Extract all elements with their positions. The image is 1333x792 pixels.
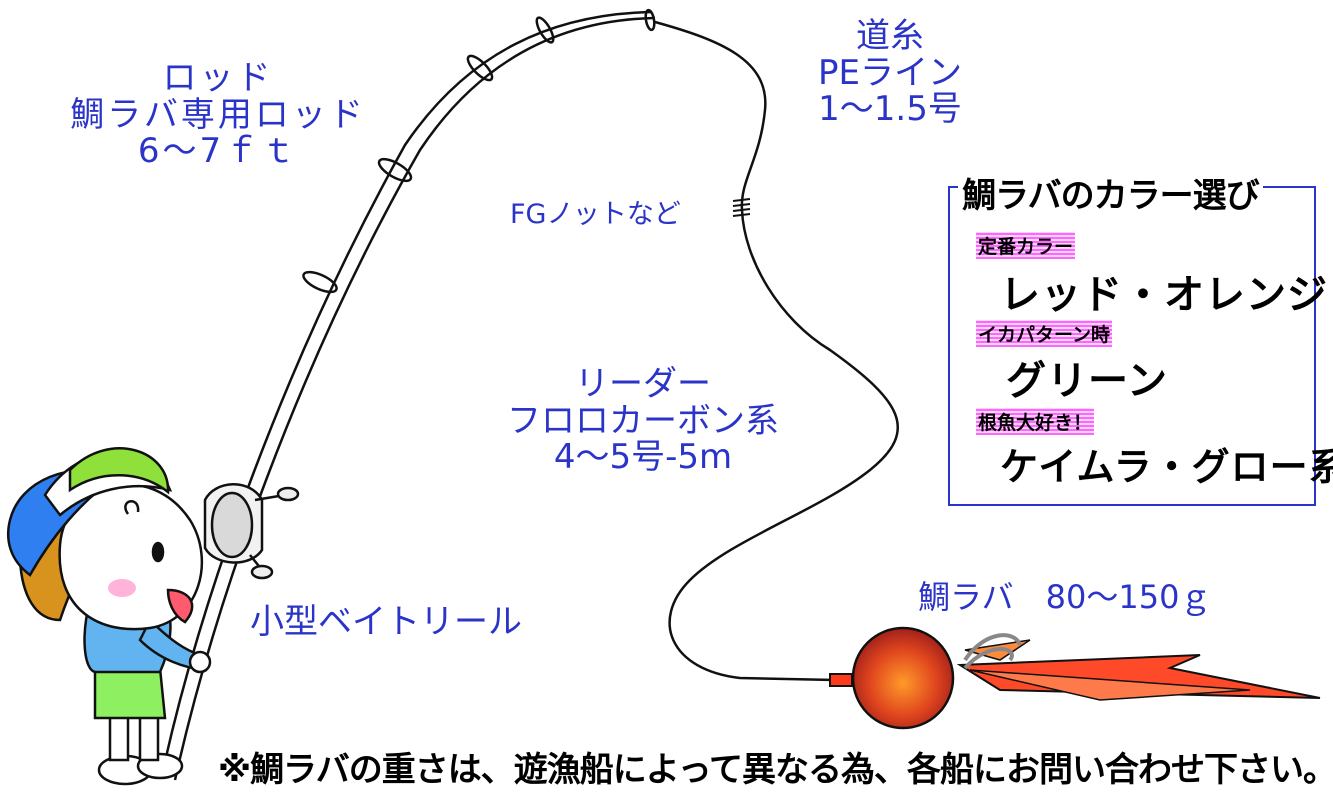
leader-label-size: 4～5号-5m xyxy=(553,437,733,478)
color-guide-title: 鯛ラバのカラー選び xyxy=(958,168,1263,217)
color-value-standard: レッド・オレンジ xyxy=(1000,272,1328,318)
fishing-line xyxy=(654,20,899,682)
rod-label-type: 鯛ラバ専用ロッド xyxy=(70,94,366,135)
color-category-standard: 定番カラー xyxy=(976,232,1076,259)
knot-label: FGノットなど xyxy=(510,199,681,230)
leader-label-title: リーダー xyxy=(575,364,711,404)
rod-label: ロッド 鯛ラバ専用ロッド 6～7ｆｔ xyxy=(40,60,396,170)
leader-label: リーダー フロロカーボン系 4～5号-5m xyxy=(488,366,798,476)
color-value-rockfish: ケイムラ・グロー系 xyxy=(1000,445,1333,489)
mainline-label-size: 1～1.5号 xyxy=(818,89,962,130)
color-category-rockfish: 根魚大好き！ xyxy=(976,408,1095,435)
rod-label-title: ロッド xyxy=(162,58,274,98)
mainline-label-title: 道糸 xyxy=(856,16,924,56)
mainline-label-type: PEライン xyxy=(818,52,962,93)
leader-label-type: フロロカーボン系 xyxy=(507,400,779,441)
fg-knot-icon xyxy=(732,198,751,217)
reel-label: 小型ベイトリール xyxy=(250,602,522,642)
rod-label-length: 6～7ｆｔ xyxy=(137,131,299,172)
rod-guides xyxy=(302,8,656,294)
mainline-label: 道糸 PEライン 1～1.5号 xyxy=(800,18,980,128)
tairaba-lure-illustration xyxy=(829,626,1321,730)
color-category-squid: イカパターン時 xyxy=(976,320,1113,347)
weight-note: ※鯛ラバの重さは、遊漁船によって異なる為、各船にお問い合わせ下さい。 xyxy=(218,750,1333,790)
child-angler-illustration xyxy=(6,447,212,786)
color-value-squid: グリーン xyxy=(1006,358,1168,404)
bait-reel-icon xyxy=(203,483,300,580)
lure-label: 鯛ラバ 80～150ｇ xyxy=(918,578,1212,616)
